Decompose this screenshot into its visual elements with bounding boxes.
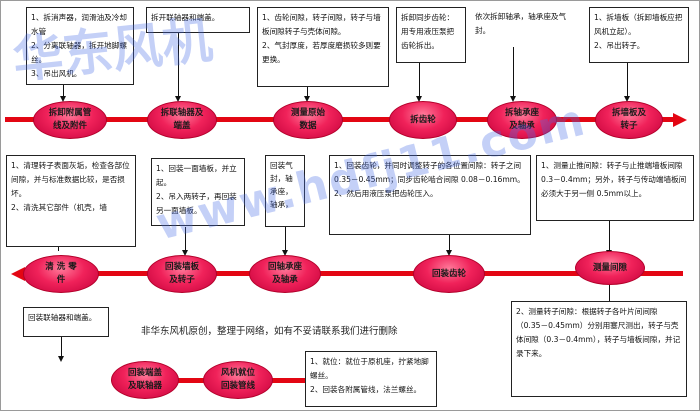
note-line: 1、回装齿轮，并同时调整转子的各位置间隙：转子之间 0.35－0.45mm；同步… xyxy=(334,161,525,184)
step-positioning: 风机就位回装管线 xyxy=(203,361,273,399)
note-line: 2、测量转子间隙：根据转子各叶片间间隙（0.35－0.45mm）分别用塞尺测出，… xyxy=(516,307,681,358)
connector-6-arrowhead xyxy=(624,96,630,102)
note-remove-coupling: 拆开联轴器和端盖。 xyxy=(146,7,250,33)
step-install-coupling: 回装端盖及联轴器 xyxy=(111,361,179,399)
step-label: 清 洗 零件 xyxy=(45,262,77,285)
step-install-bearing: 回轴承座及轴承 xyxy=(249,255,321,293)
flow-arrowhead-row1 xyxy=(673,112,687,127)
note-remove-wallboard: 1、拆墙板（拆卸墙板应把风机立起）。 2、吊出转子。 xyxy=(589,7,689,63)
step-label: 拆齿轮 xyxy=(410,114,436,125)
note-measure-thrust: 1、测量止推间隙：转子与止推端墙板间隙 0.3－0.4mm；另外，转子与传动端墙… xyxy=(536,155,694,221)
step-measure-gap: 测量间隙 xyxy=(575,251,645,285)
note-line: 1、测量止推间隙：转子与止推端墙板间隙 0.3－0.4mm；另外，转子与传动端墙… xyxy=(541,161,687,198)
connector-4 xyxy=(419,63,420,97)
step-install-gear: 回装齿轮 xyxy=(413,255,485,293)
connector-1 xyxy=(63,85,64,97)
note-line: 2、回装各附属管线，法兰螺丝。 xyxy=(310,385,422,394)
step-measure-original: 测量原始数据 xyxy=(273,101,343,139)
step-label: 回装墙板及转子 xyxy=(164,262,199,285)
note-remove-accessories: 1、拆消声器，润滑油及冷却水管 2、分离联轴器，拆开地脚螺丝。 3、吊出风机。 xyxy=(26,7,134,85)
step-label: 测量间隙 xyxy=(592,262,627,273)
connector-1-arrowhead xyxy=(60,96,66,102)
note-line: 1、拆墙板（拆卸墙板应把风机立起）。 xyxy=(594,13,683,36)
step-remove-wallboard: 拆墙板及转子 xyxy=(595,101,663,139)
flow-band-row2 xyxy=(25,271,683,276)
step-label: 拆卸附属管线及附件 xyxy=(48,108,92,131)
step-clean-parts: 清 洗 零件 xyxy=(23,255,99,293)
connector-5 xyxy=(513,47,514,97)
note-line: 2、吊出转子。 xyxy=(594,41,645,50)
note-line: 2、气封厚度，若厚度磨损较多则要更换。 xyxy=(262,41,381,64)
note-line: 拆卸同步齿轮：用专用液压泵把齿轮拆出。 xyxy=(401,13,455,50)
note-install-wallboard: 1、回装一面墙板，并立起。 2、吊入两转子，再回装另一面墙板。 xyxy=(151,158,245,226)
step-remove-coupling: 拆联轴器及端盖 xyxy=(147,101,217,139)
connector-11 xyxy=(609,221,610,251)
connector-6 xyxy=(627,63,628,97)
step-install-wallboard: 回装墙板及转子 xyxy=(147,255,217,293)
note-install-gear: 1、回装齿轮，并同时调整转子的各位置间隙：转子之间 0.35－0.45mm；同步… xyxy=(329,155,531,235)
note-remove-bearing: 依次拆卸轴承，轴承座及气封。 xyxy=(471,7,583,47)
connector-2-arrowhead xyxy=(175,96,181,102)
connector-13 xyxy=(61,337,62,357)
note-measure-rotor-gap: 2、测量转子间隙：根据转子各叶片间间隙（0.35－0.45mm）分别用塞尺测出，… xyxy=(511,301,687,397)
step-label: 回装端盖及联轴器 xyxy=(127,368,162,391)
flow-arrowhead-row2 xyxy=(11,266,25,281)
note-line: 1、齿轮间隙，转子间隙，转子与墙板间隙转子与壳体间隙。 xyxy=(262,13,381,36)
note-measure-original: 1、齿轮间隙，转子间隙，转子与墙板间隙转子与壳体间隙。 2、气封厚度，若厚度磨损… xyxy=(257,7,389,87)
connector-13-arrowhead xyxy=(58,356,64,362)
connector-3-arrowhead xyxy=(304,96,310,102)
step-label: 拆轴承座及轴承 xyxy=(504,108,539,131)
step-label: 拆联轴器及端盖 xyxy=(160,108,204,131)
connector-10-arrowhead xyxy=(446,250,452,256)
step-label: 风机就位回装管线 xyxy=(220,368,255,391)
note-line: 1、回装一面墙板，并立起。 xyxy=(156,164,237,187)
disclaimer-caption: 非华东风机原创，整理于网络，如有不妥请联系我们进行删除 xyxy=(141,326,398,337)
note-line: 1、拆消声器，润滑油及冷却水管 xyxy=(31,13,127,36)
connector-5-arrowhead xyxy=(510,96,516,102)
connector-8 xyxy=(185,227,186,251)
note-line: 拆开联轴器和端盖。 xyxy=(151,13,220,22)
note-line: 1、就位：就位于原机座，拧紧地脚螺丝。 xyxy=(310,357,429,380)
connector-7 xyxy=(58,247,59,251)
step-remove-gear: 拆齿轮 xyxy=(389,101,457,139)
note-line: 1、清理转子表面灰垢，检查各部位间隙，并与标准数据比较，是否损坏。 xyxy=(11,161,130,198)
note-install-coupling: 回装联轴器和端盖。 xyxy=(23,307,109,337)
note-line: 2、然后用液压泵把齿轮压入。 xyxy=(334,189,438,198)
note-line: 3、吊出风机。 xyxy=(31,69,82,78)
note-clean-parts: 1、清理转子表面灰垢，检查各部位间隙，并与标准数据比较，是否损坏。 2、清洗其它… xyxy=(6,155,136,247)
note-remove-gear: 拆卸同步齿轮：用专用液压泵把齿轮拆出。 xyxy=(396,7,466,63)
step-label: 拆墙板及转子 xyxy=(611,108,646,131)
connector-12 xyxy=(609,281,610,301)
note-line: 回装联轴器和端盖。 xyxy=(28,313,97,322)
step-label: 测量原始数据 xyxy=(290,108,325,131)
note-line: 2、吊入两转子，再回装另一面墙板。 xyxy=(156,192,237,215)
note-install-bearing: 回装气封，轴承座，轴承， xyxy=(265,155,305,227)
connector-2 xyxy=(178,33,179,97)
note-positioning: 1、就位：就位于原机座，拧紧地脚螺丝。 2、回装各附属管线，法兰螺丝。 xyxy=(305,351,437,407)
note-line: 2、分离联轴器，拆开地脚螺丝。 xyxy=(31,41,127,64)
step-remove-accessories: 拆卸附属管线及附件 xyxy=(33,101,107,139)
note-line: 依次拆卸轴承，轴承座及气封。 xyxy=(475,12,567,35)
step-remove-bearing: 拆轴承座及轴承 xyxy=(487,101,557,139)
connector-10 xyxy=(449,235,450,251)
step-label: 回轴承座及轴承 xyxy=(267,262,302,285)
connector-9-arrowhead xyxy=(282,250,288,256)
connector-3 xyxy=(307,87,308,97)
note-line: 2、清洗其它部件（机壳，墙 xyxy=(11,203,107,212)
connector-4-arrowhead xyxy=(416,96,422,102)
step-label: 回装齿轮 xyxy=(431,268,466,279)
note-line: 回装气封，轴承座，轴承， xyxy=(270,161,293,209)
connector-8-arrowhead xyxy=(182,250,188,256)
connector-9 xyxy=(285,227,286,251)
